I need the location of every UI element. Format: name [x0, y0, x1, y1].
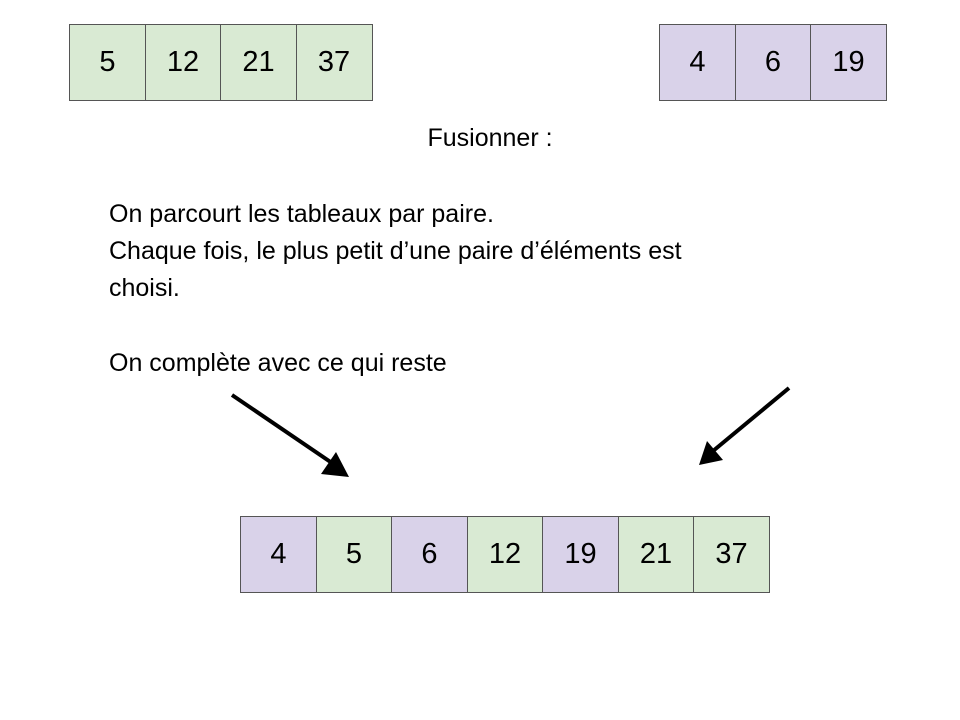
left-array-cell: 21 [220, 24, 297, 101]
left-array-cell: 37 [295, 24, 373, 101]
explanation-line: choisi. [109, 274, 180, 302]
merged-array-cell: 21 [617, 516, 695, 593]
merged-array-cell: 5 [315, 516, 393, 593]
explanation-line: Chaque fois, le plus petit d’une paire d… [109, 237, 682, 265]
left-arrow-shaft [230, 393, 334, 465]
right-arrow-head [699, 441, 723, 465]
merged-array-cell: 19 [542, 516, 619, 593]
left-array-cell: 5 [69, 24, 146, 101]
merge-title: Fusionner : [427, 124, 553, 152]
explanation-line: On parcourt les tableaux par paire. [109, 200, 494, 228]
right-array-cell: 4 [659, 24, 736, 101]
right-arrow-shaft [711, 386, 791, 453]
left-array-cell: 12 [144, 24, 222, 101]
merged-array-cell: 4 [240, 516, 317, 593]
explanation-paragraph: On parcourt les tableaux par paire. Chaq… [109, 196, 909, 307]
right-array-cell: 19 [810, 24, 887, 101]
merged-array-cell: 6 [391, 516, 468, 593]
merged-array-cell: 37 [693, 516, 770, 593]
right-array-cell: 6 [734, 24, 812, 101]
left-arrow-head [321, 452, 349, 477]
remainder-paragraph: On complète avec ce qui reste [109, 349, 447, 377]
merged-array-cell: 12 [466, 516, 544, 593]
